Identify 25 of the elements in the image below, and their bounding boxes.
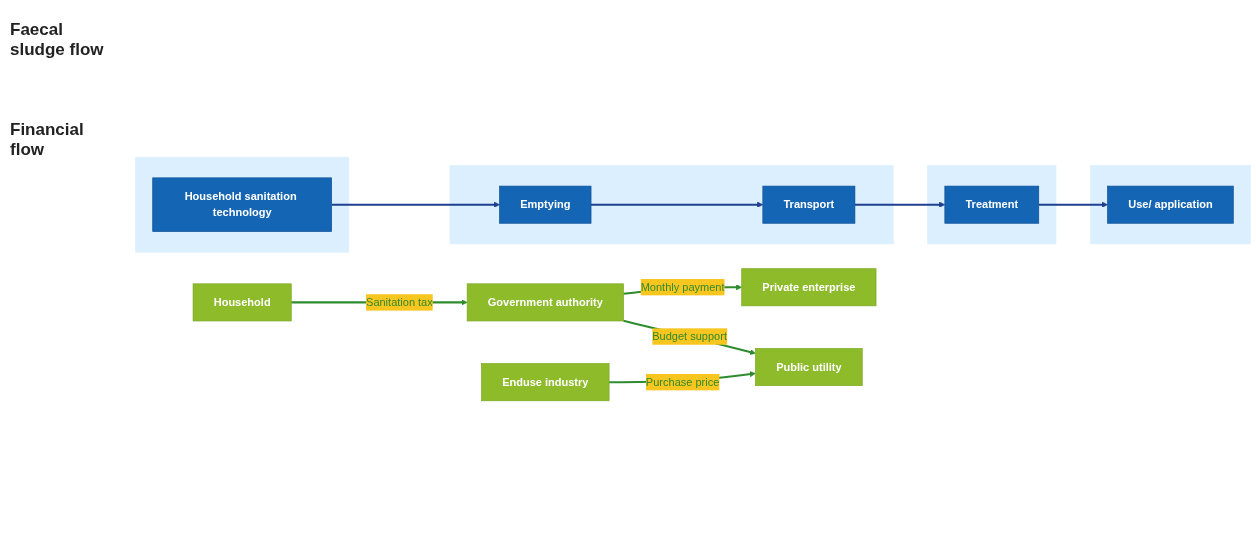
cluster — [1090, 165, 1251, 245]
arrow — [331, 201, 500, 208]
node-box: Household sanitation technology — [152, 177, 332, 232]
node-box: Transport — [762, 185, 856, 224]
row-label: Financial flow — [10, 120, 85, 160]
node-box: Government authority — [466, 283, 624, 322]
arrow — [623, 319, 756, 355]
edge-label: Monthly payment — [640, 281, 725, 293]
edge-label: Sanitation tax — [366, 296, 433, 308]
arrow — [854, 201, 946, 208]
cluster — [135, 156, 350, 253]
node-box: Treatment — [944, 185, 1040, 224]
edge-label: Purchase price — [645, 376, 720, 388]
node-box: Private enterprise — [741, 268, 877, 307]
arrow — [1038, 201, 1108, 208]
node-box: Enduse industry — [481, 363, 610, 402]
node-box: Emptying — [499, 185, 592, 224]
edge-label: Budget support — [652, 330, 727, 343]
node-box: Use/ application — [1107, 185, 1234, 224]
node-box: Household — [192, 283, 292, 322]
node-box: Public utility — [755, 348, 863, 386]
row-label: Faecal sludge flow — [10, 20, 105, 60]
cluster — [927, 165, 1057, 245]
cluster — [449, 165, 894, 245]
arrow — [591, 201, 764, 208]
